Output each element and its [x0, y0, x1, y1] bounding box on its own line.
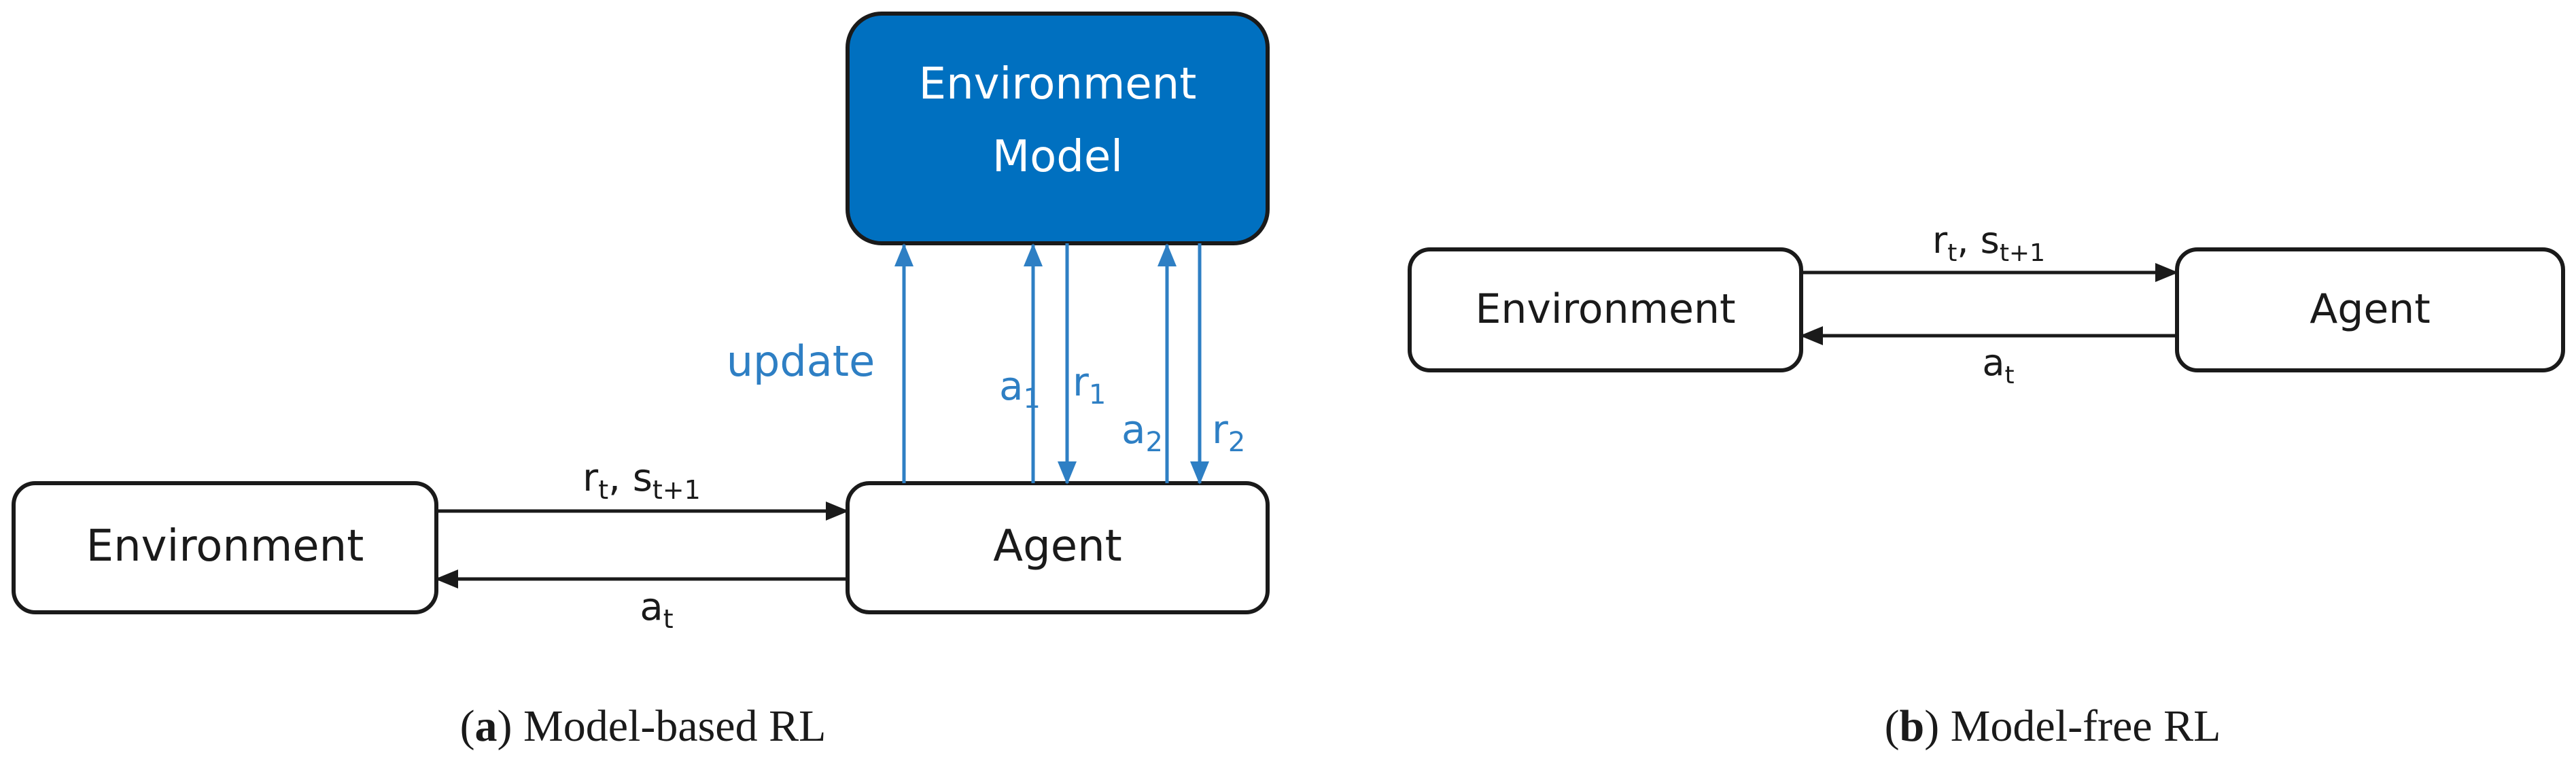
env-model-label-line2: Model — [992, 132, 1123, 182]
environment-label-b: Environment — [1475, 285, 1735, 333]
s-sub: t+1 — [2000, 239, 2045, 267]
s-base: s — [633, 456, 652, 500]
caption-b: (b) Model-free RL — [1885, 701, 2221, 751]
r2-label: r2 — [1212, 406, 1245, 458]
reward-state-label-a: rt, st+1 — [582, 456, 701, 505]
panel-a: Environment Model Environment Agent rt, … — [12, 12, 1270, 751]
env-model-box: Environment Model — [846, 12, 1270, 245]
action-label-b: at — [1982, 341, 2014, 389]
caption-b-letter: b — [1900, 701, 1925, 751]
caption-b-open: ( — [1885, 701, 1900, 751]
caption-a: (a) Model-based RL — [460, 701, 826, 751]
environment-box-a: Environment — [12, 481, 438, 614]
r2-base: r — [1212, 406, 1228, 453]
a-sub: t — [2004, 362, 2014, 389]
caption-b-text: Model-free RL — [1939, 701, 2221, 751]
caption-a-letter: a — [475, 701, 498, 751]
caption-b-close: ) — [1924, 701, 1939, 751]
agent-box-b: Agent — [2175, 247, 2565, 372]
agent-label-b: Agent — [2310, 285, 2431, 333]
r1-sub: 1 — [1089, 379, 1106, 410]
a-base: a — [1982, 341, 2004, 384]
r-base: r — [1932, 219, 1948, 262]
panel-b: Environment Agent rt, st+1 at (b) Model-… — [1408, 219, 2565, 751]
r1-base: r — [1073, 359, 1089, 405]
caption-a-open: ( — [460, 701, 475, 751]
a1-base: a — [999, 363, 1024, 409]
r-sub: t — [1947, 239, 1957, 267]
action-label-a: at — [640, 585, 673, 634]
a2-sub: 2 — [1146, 427, 1163, 458]
r1-label: r1 — [1073, 359, 1106, 410]
sep: , — [1957, 219, 1980, 262]
s-base: s — [1981, 219, 2000, 262]
env-model-label-line1: Environment — [919, 59, 1197, 109]
caption-a-text: Model-based RL — [512, 701, 826, 751]
caption-a-close: ) — [498, 701, 512, 751]
r-base: r — [582, 456, 599, 500]
agent-label-a: Agent — [993, 521, 1121, 572]
a-base: a — [640, 585, 663, 629]
a1-label: a1 — [999, 363, 1041, 415]
environment-box-b: Environment — [1408, 247, 1803, 372]
environment-label-a: Environment — [86, 521, 364, 572]
r2-sub: 2 — [1228, 427, 1245, 458]
sep: , — [608, 456, 633, 500]
a-sub: t — [663, 604, 674, 634]
update-label: update — [727, 336, 875, 386]
r-sub: t — [598, 475, 608, 505]
agent-box-a: Agent — [846, 481, 1270, 614]
a2-label: a2 — [1121, 406, 1163, 458]
a2-base: a — [1121, 406, 1146, 453]
reward-state-label-b: rt, st+1 — [1932, 219, 2045, 267]
a1-sub: 1 — [1024, 383, 1041, 415]
s-sub: t+1 — [652, 475, 701, 505]
